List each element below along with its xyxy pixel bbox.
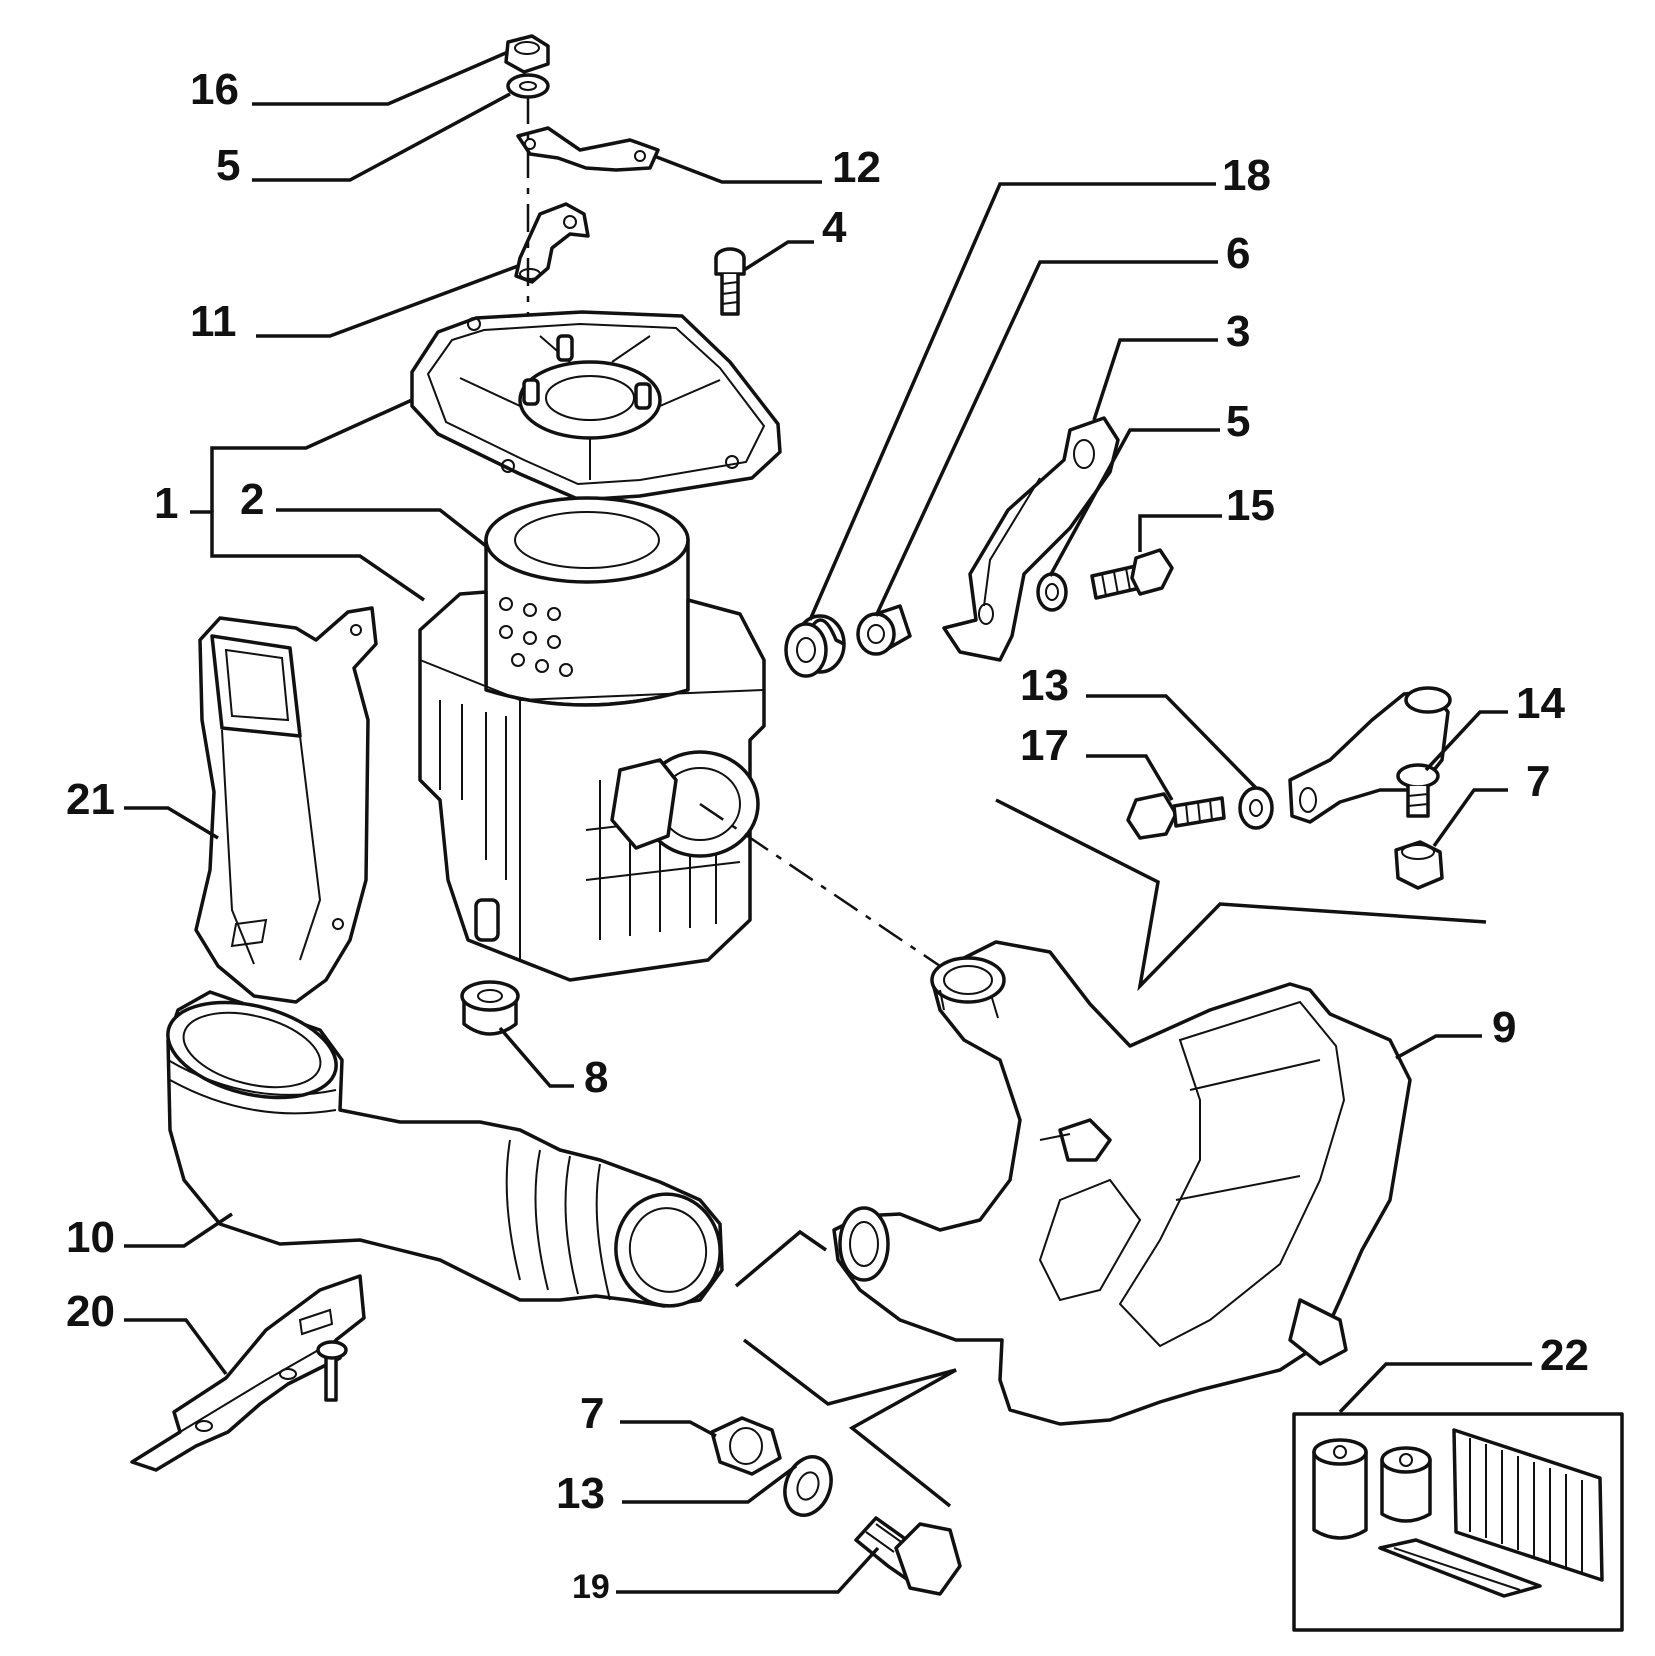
callout-17: 17 [1020,721,1069,770]
part-2-filter-element [484,496,690,707]
callout-4: 4 [822,203,847,252]
callout-labels: 16 5 12 18 4 6 11 3 5 15 1 2 13 14 17 7 … [66,65,1589,1606]
part-18-grommet [784,614,846,678]
callout-20: 20 [66,1287,115,1336]
part-1-filter-housing [418,590,766,982]
part-14-bracket [1288,686,1452,824]
part-17-bolt [1126,792,1226,840]
callout-13-bottom: 13 [556,1469,605,1518]
part-4-bolt [714,247,746,316]
part-8-grommet [460,980,520,1036]
part-22-service-kit [1292,1412,1624,1632]
part-13-washer-bottom [783,1455,833,1517]
part-6-spacer [856,604,912,656]
callout-5-top: 5 [216,141,240,190]
callout-14: 14 [1516,679,1565,728]
callout-15: 15 [1226,481,1275,530]
part-10-hose [166,990,724,1308]
callout-3: 3 [1226,307,1250,356]
callout-5-right: 5 [1226,397,1250,446]
leader-lines [124,50,1532,1594]
callout-21: 21 [66,775,115,824]
part-5-washer-right [1036,572,1068,612]
part-19-bolt [854,1516,962,1596]
callout-10: 10 [66,1213,115,1262]
callout-11: 11 [190,297,237,346]
callout-18: 18 [1222,151,1271,200]
callout-1: 1 [154,479,178,528]
callout-8: 8 [584,1053,608,1102]
part-12-bracket [516,126,660,172]
part-7-nut-right [1394,840,1444,890]
callout-2: 2 [240,475,264,524]
part-1-filter-cover [410,310,782,502]
callout-7-bottom: 7 [580,1389,604,1438]
part-16-nut [504,34,550,74]
part-15-bolt [1090,548,1174,600]
part-5-washer-top [506,73,550,99]
callout-13-right: 13 [1020,661,1069,710]
callout-19: 19 [572,1568,610,1606]
connector-fasteners [742,1338,957,1508]
part-3-bracket [942,416,1120,662]
callout-7-right: 7 [1526,757,1550,806]
callout-16: 16 [190,65,239,114]
part-11-bracket [514,202,590,284]
part-21-intake-duct [194,606,378,1004]
callout-12: 12 [832,143,881,192]
part-13-washer-right [1238,786,1274,830]
callout-9: 9 [1492,1003,1516,1052]
callout-22: 22 [1540,1331,1589,1380]
part-20-bracket [130,1274,366,1472]
callout-6: 6 [1226,229,1250,278]
connector-hose [734,1229,827,1288]
assembly-axis-outlet [699,802,941,968]
connector-right-cluster [995,798,1487,992]
part-9-resonator [832,940,1412,1426]
part-7-nut-bottom [710,1416,782,1476]
